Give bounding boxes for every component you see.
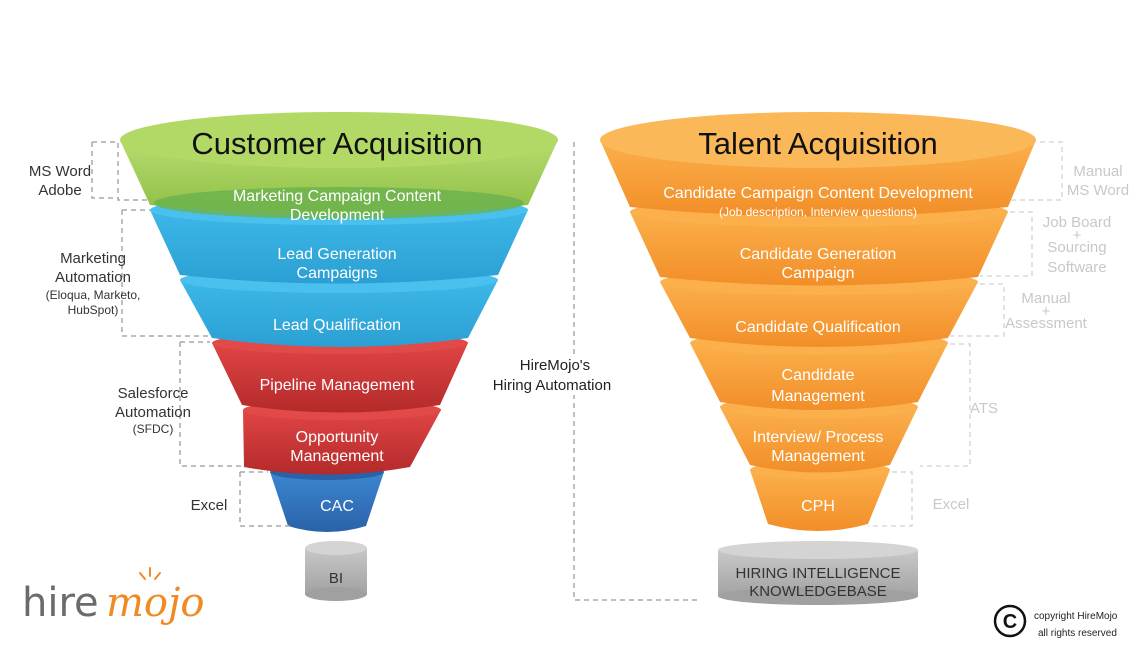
knowledgebase-label-1: HIRING INTELLIGENCE: [735, 565, 900, 582]
left-tool-marketing-2: Automation: [55, 269, 131, 286]
left-tool-brackets: [91, 141, 290, 527]
right-tool-assessment-2: +: [1042, 303, 1051, 320]
left-label-pipeline: Pipeline Management: [260, 377, 415, 394]
right-tool-jobboard-4: Software: [1047, 259, 1106, 276]
left-label-leadgen-2: Campaigns: [297, 265, 378, 282]
right-tool-excel: Excel: [933, 496, 970, 513]
knowledgebase-label-2: KNOWLEDGEBASE: [749, 583, 887, 600]
logo-hire: hire: [22, 580, 99, 626]
left-tool-salesforce-1: Salesforce: [118, 385, 189, 402]
right-funnel-title: Talent Acquisition: [698, 126, 938, 161]
left-tool-excel: Excel: [191, 497, 228, 514]
left-funnel-title: Customer Acquisition: [191, 126, 482, 161]
hiremojo-logo: hire mojo: [22, 567, 205, 626]
right-tool-brackets: [868, 141, 1063, 527]
left-tool-salesforce-sub: (SFDC): [133, 422, 174, 436]
right-tool-jobboard-3: Sourcing: [1047, 239, 1106, 256]
right-label-management-1: Candidate: [782, 367, 855, 384]
left-funnel: [120, 112, 558, 532]
bi-cylinder: [305, 541, 367, 601]
right-tool-jobboard-1: Job Board: [1043, 214, 1111, 231]
left-label-content-1: Marketing Campaign Content: [233, 188, 442, 205]
knowledgebase-cylinder: [718, 541, 918, 605]
logo-spark-icon: [139, 567, 161, 580]
left-tool-marketing-1: Marketing: [60, 250, 126, 267]
copyright-symbol: C: [1003, 611, 1017, 633]
left-label-leadgen-1: Lead Generation: [277, 246, 396, 263]
left-label-content-2: Development: [290, 207, 385, 224]
right-tool-jobboard-2: +: [1073, 227, 1082, 244]
right-label-cph: CPH: [801, 498, 835, 515]
right-tool-manual-msword-2: MS Word: [1067, 182, 1129, 199]
right-segment-cph: [750, 470, 890, 531]
right-funnel: [600, 112, 1036, 531]
left-tool-marketing-sub-2: HubSpot): [68, 303, 119, 317]
left-label-leadqual: Lead Qualification: [273, 317, 401, 334]
right-label-interview-2: Management: [771, 448, 865, 465]
right-label-management-2: Management: [771, 388, 865, 405]
right-segment-management: [690, 343, 948, 410]
right-label-interview-1: Interview/ Process: [753, 429, 884, 446]
left-segment-cac: [270, 472, 384, 532]
left-tool-msword-1: MS Word: [29, 163, 91, 180]
right-label-content-sub: (Job description, Interview questions): [719, 205, 917, 219]
left-label-opportunity-1: Opportunity: [296, 429, 379, 446]
right-label-content: Candidate Campaign Content Development: [663, 185, 973, 202]
right-tool-assessment-1: Manual: [1021, 290, 1070, 307]
bi-label: BI: [329, 570, 343, 587]
middle-bracket: [573, 142, 698, 601]
left-segment-lead-qualification: [180, 280, 498, 347]
right-funnel-rim: [600, 112, 1036, 168]
left-tool-msword-2: Adobe: [38, 182, 81, 199]
right-label-generation-1: Candidate Generation: [740, 246, 897, 263]
left-funnel-rim: [120, 112, 558, 168]
left-tool-salesforce-2: Automation: [115, 404, 191, 421]
right-label-qualification: Candidate Qualification: [735, 319, 900, 336]
right-segment-generation: [630, 212, 1008, 286]
left-label-cac: CAC: [320, 498, 354, 515]
middle-label-group: HireMojo's Hiring Automation: [488, 355, 622, 395]
right-tool-manual-msword-1: Manual: [1073, 163, 1122, 180]
right-segment-interview: [720, 407, 918, 473]
copyright-block: C copyright HireMojo all rights reserved: [993, 604, 1118, 639]
middle-label-2: Hiring Automation: [493, 377, 611, 394]
right-tool-assessment-3: Assessment: [1005, 315, 1088, 332]
copyright-icon: [993, 604, 1027, 638]
right-tool-ats: ATS: [970, 400, 998, 417]
left-segment-lead-generation: [150, 210, 528, 284]
left-label-opportunity-2: Management: [290, 448, 384, 465]
right-segment-qualification: [660, 282, 978, 347]
copyright-line-2: all rights reserved: [1038, 628, 1117, 639]
copyright-line-1: copyright HireMojo: [1034, 611, 1118, 622]
left-tool-marketing-sub-1: (Eloqua, Marketo,: [46, 288, 141, 302]
middle-label-1: HireMojo's: [520, 357, 590, 374]
left-segment-pipeline: [212, 343, 468, 413]
left-segment-opportunity: [243, 410, 441, 475]
right-label-generation-2: Campaign: [782, 265, 855, 282]
logo-mojo: mojo: [106, 580, 205, 626]
